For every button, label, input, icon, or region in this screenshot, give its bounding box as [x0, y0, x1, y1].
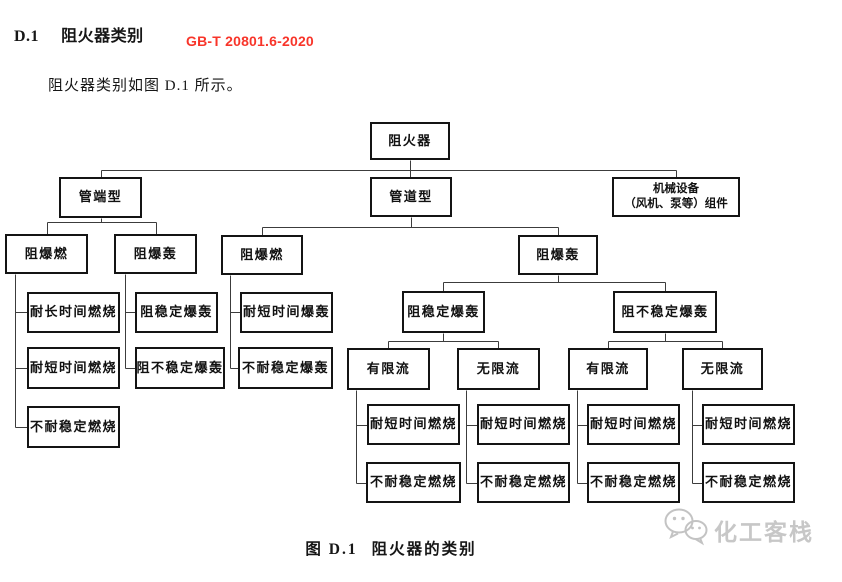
node-label: 无限流 — [476, 360, 521, 376]
diagram-node-leaf-4a: 耐短时间燃烧 — [702, 404, 795, 445]
diagram-node-no-stable-burn-end: 不耐稳定燃烧 — [27, 406, 120, 448]
figure-caption-number: 图 D.1 — [305, 541, 358, 558]
node-label: 有限流 — [366, 360, 411, 376]
diagram-node-stable-detonation-end: 阻稳定爆轰 — [135, 292, 218, 333]
diagram-node-leaf-3b: 不耐稳定燃烧 — [587, 462, 680, 503]
diagram-node-deflagration-pipe: 阻爆燃 — [221, 235, 303, 275]
node-label: 不耐稳定燃烧 — [589, 474, 677, 490]
node-label: 耐短时间燃烧 — [29, 359, 117, 375]
node-label: 耐短时间爆轰 — [242, 304, 330, 320]
section-title: 阻火器类别 — [61, 28, 144, 45]
intro-text: 阻火器类别如图 D.1 所示。 — [48, 78, 243, 94]
node-label: 不耐稳定燃烧 — [29, 418, 117, 434]
section-heading: D.1 阻火器类别 — [14, 22, 144, 46]
diagram-node-leaf-1a: 耐短时间燃烧 — [367, 404, 460, 445]
watermark-text: 化工客栈 — [714, 518, 814, 545]
diagram-node-endure-long-burn: 耐长时间燃烧 — [27, 292, 120, 333]
node-label: 耐短时间燃烧 — [589, 416, 677, 432]
diagram-node-unstable-detonation-end: 阻不稳定爆轰 — [135, 347, 225, 389]
diagram-node-leaf-3a: 耐短时间燃烧 — [587, 404, 680, 445]
node-label: 不耐稳定爆轰 — [241, 359, 329, 375]
diagram-node-root: 阻火器 — [370, 122, 450, 160]
node-label: 无限流 — [700, 360, 745, 376]
node-label: 耐短时间燃烧 — [369, 416, 457, 432]
figure-caption-title: 阻火器的类别 — [371, 541, 477, 558]
diagram-node-detonation-end: 阻爆轰 — [114, 234, 197, 274]
diagram-node-mech-component: 机械设备 （风机、泵等）组件 — [612, 177, 740, 217]
node-label: 有限流 — [586, 360, 630, 376]
node-label: 耐短时间燃烧 — [704, 416, 792, 432]
standard-reference: GB-T 20801.6-2020 — [186, 33, 314, 49]
diagram-node-no-stable-deto-pipe: 不耐稳定爆轰 — [238, 347, 333, 389]
diagram-node-leaf-2b: 不耐稳定燃烧 — [477, 462, 570, 503]
diagram-node-endure-short-burn-end: 耐短时间燃烧 — [27, 347, 120, 389]
section-number: D.1 — [14, 28, 40, 45]
diagram-node-unstable-detonation-pipe: 阻不稳定爆轰 — [613, 291, 717, 333]
diagram-node-unlimited-flow-2: 无限流 — [682, 348, 763, 390]
node-label: 阻火器 — [388, 132, 432, 148]
node-label: 阻不稳定爆轰 — [621, 303, 709, 319]
diagram-node-detonation-pipe: 阻爆轰 — [518, 235, 598, 275]
diagram-node-limited-flow-2: 有限流 — [568, 348, 648, 390]
node-label: 阻爆燃 — [24, 245, 69, 261]
diagram-node-stable-detonation-pipe: 阻稳定爆轰 — [402, 291, 485, 333]
diagram-node-leaf-1b: 不耐稳定燃烧 — [366, 462, 461, 503]
node-label: 机械设备 — [653, 183, 699, 196]
diagram-node-endure-short-deto-pipe: 耐短时间爆轰 — [240, 292, 333, 333]
node-label: 阻稳定爆轰 — [140, 304, 213, 320]
node-label: 不耐稳定燃烧 — [479, 474, 567, 490]
diagram-node-leaf-4b: 不耐稳定燃烧 — [702, 462, 795, 503]
diagram-node-leaf-2a: 耐短时间燃烧 — [477, 404, 570, 445]
node-label: 不耐稳定燃烧 — [704, 474, 792, 490]
node-label: 不耐稳定燃烧 — [369, 474, 457, 490]
diagram-node-pipe-end: 管端型 — [59, 177, 142, 218]
node-label: 阻爆燃 — [240, 246, 284, 262]
diagram-node-limited-flow-1: 有限流 — [347, 348, 430, 390]
node-label: 耐长时间燃烧 — [29, 304, 117, 320]
diagram-node-pipeline: 管道型 — [370, 177, 452, 217]
node-label: 阻爆轰 — [536, 246, 580, 262]
wechat-icon — [662, 506, 714, 553]
diagram-node-deflagration-end: 阻爆燃 — [5, 234, 88, 274]
diagram-node-unlimited-flow-1: 无限流 — [457, 348, 540, 390]
node-label: 管端型 — [78, 189, 123, 205]
node-label: 耐短时间燃烧 — [479, 416, 567, 432]
node-label: 阻不稳定爆轰 — [136, 359, 224, 375]
node-label: （风机、泵等）组件 — [624, 198, 728, 210]
node-label: 阻稳定爆轰 — [407, 303, 480, 319]
node-label: 阻爆轰 — [133, 245, 178, 261]
watermark: 化工客栈 — [662, 506, 814, 553]
node-label: 管道型 — [389, 188, 433, 204]
figure-caption: 图 D.1 阻火器的类别 — [0, 537, 782, 559]
